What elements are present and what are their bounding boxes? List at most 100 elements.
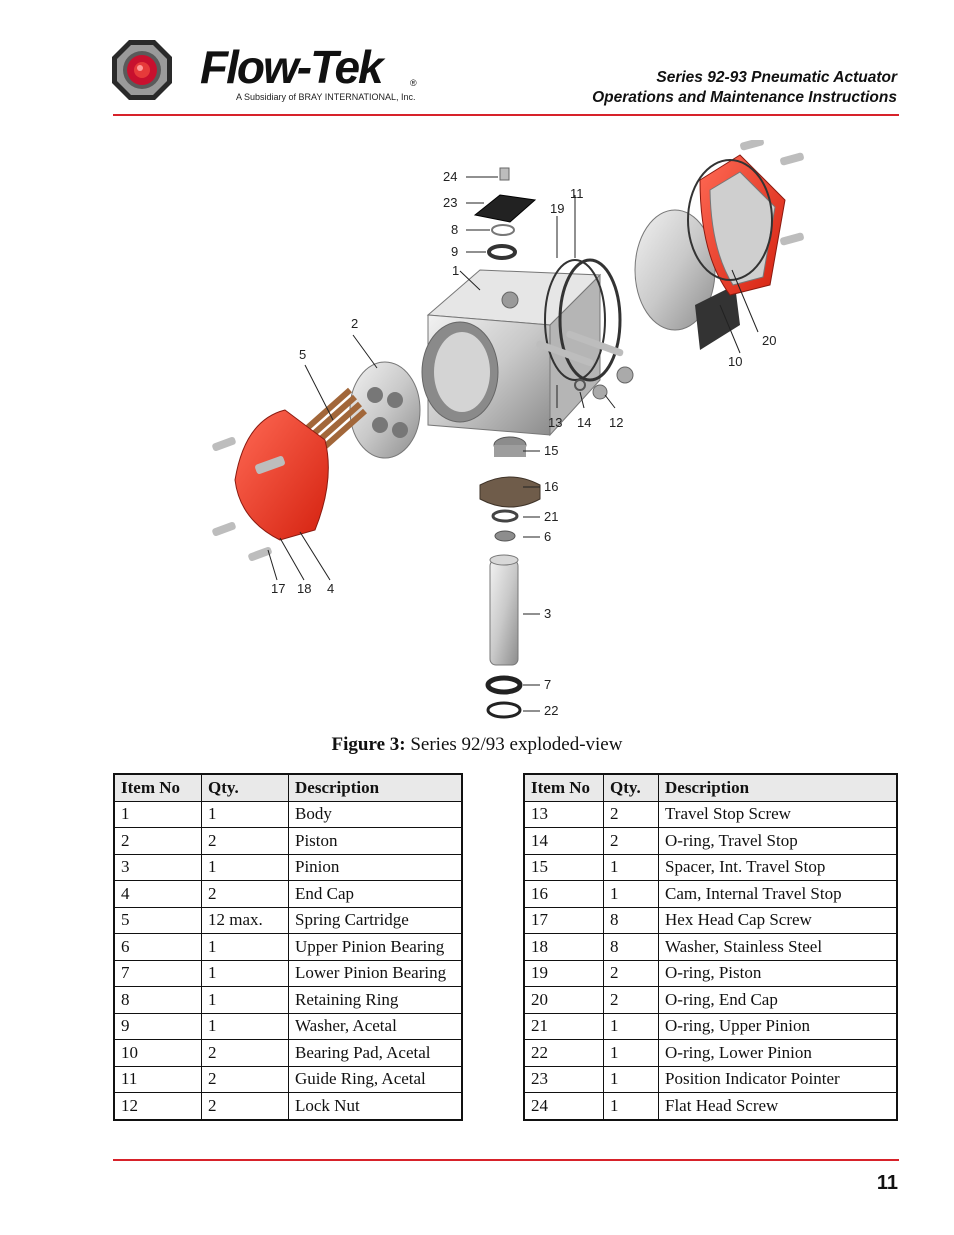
callout-23: 23 [443, 195, 458, 210]
description-cell: Upper Pinion Bearing [288, 933, 463, 961]
callout-3: 3 [544, 606, 552, 621]
figure-caption-label: Figure 3: [331, 734, 406, 755]
item-no-cell: 20 [523, 986, 604, 1014]
qty-cell: 2 [201, 1092, 289, 1120]
item-no-cell: 21 [523, 1012, 604, 1040]
qty-cell: 1 [201, 986, 289, 1014]
item-no-cell: 4 [113, 880, 202, 908]
description-cell: Washer, Stainless Steel [658, 933, 898, 961]
qty-cell: 1 [603, 1092, 659, 1120]
qty-cell: 1 [201, 959, 289, 987]
item-no-cell: 10 [113, 1039, 202, 1067]
callout-22: 22 [544, 703, 559, 718]
description-cell: Spacer, Int. Travel Stop [658, 853, 898, 881]
registered-mark: ® [410, 78, 417, 88]
callout-20: 20 [762, 333, 777, 348]
item-no-cell: 11 [113, 1065, 202, 1093]
column-header-item-no: Item No [113, 773, 202, 802]
qty-cell: 12 max. [201, 906, 289, 934]
callout-10: 10 [728, 354, 743, 369]
item-no-cell: 24 [523, 1092, 604, 1120]
description-cell: Lock Nut [288, 1092, 463, 1120]
exploded-view-figure: 24 23 8 9 1 19 11 2 5 20 10 13 14 12 15 … [180, 137, 820, 730]
right-piston-assembly [544, 209, 740, 382]
pinion-stack [479, 436, 541, 719]
item-no-cell: 17 [523, 906, 604, 934]
description-cell: Bearing Pad, Acetal [288, 1039, 463, 1067]
qty-cell: 1 [201, 800, 289, 828]
logo-subtitle: A Subsidiary of BRAY INTERNATIONAL, Inc. [236, 92, 416, 102]
callout-15: 15 [544, 443, 559, 458]
table-header-row: Item No Qty. Description [113, 773, 463, 802]
callout-19: 19 [550, 201, 565, 216]
page-header: Flow-Tek ® A Subsidiary of BRAY INTERNAT… [0, 0, 954, 120]
description-cell: Washer, Acetal [288, 1012, 463, 1040]
document-title: Series 92-93 Pneumatic Actuator Operatio… [592, 68, 897, 108]
callout-2: 2 [351, 316, 359, 331]
item-no-cell: 16 [523, 880, 604, 908]
description-cell: Hex Head Cap Screw [658, 906, 898, 934]
qty-cell: 1 [201, 853, 289, 881]
callout-7: 7 [544, 677, 552, 692]
callout-17: 17 [271, 581, 286, 596]
callout-9: 9 [451, 244, 459, 259]
item-no-cell: 8 [113, 986, 202, 1014]
callout-5: 5 [299, 347, 307, 362]
item-no-cell: 6 [113, 933, 202, 961]
callout-leader-lines [267, 176, 759, 712]
left-end-cap [212, 409, 329, 562]
item-no-cell: 3 [113, 853, 202, 881]
column-header-description: Description [658, 773, 898, 802]
description-cell: O-ring, Upper Pinion [658, 1012, 898, 1040]
page-number: 11 [876, 1172, 898, 1194]
description-cell: Body [288, 800, 463, 828]
travel-stop-screws [536, 330, 634, 400]
description-cell: O-ring, Travel Stop [658, 827, 898, 855]
description-cell: O-ring, End Cap [658, 986, 898, 1014]
description-cell: End Cap [288, 880, 463, 908]
qty-cell: 1 [603, 1039, 659, 1067]
qty-cell: 2 [201, 1039, 289, 1067]
column-header-item-no: Item No [523, 773, 604, 802]
description-cell: Pinion [288, 853, 463, 881]
exploded-view-drawing [212, 137, 804, 719]
description-cell: O-ring, Piston [658, 959, 898, 987]
right-end-cap [687, 137, 804, 296]
qty-cell: 2 [603, 959, 659, 987]
item-no-cell: 15 [523, 853, 604, 881]
item-no-cell: 14 [523, 827, 604, 855]
item-no-cell: 2 [113, 827, 202, 855]
position-indicator [473, 167, 537, 260]
actuator-body [421, 269, 602, 437]
document-title-line1: Series 92-93 Pneumatic Actuator [656, 69, 897, 86]
item-no-cell: 12 [113, 1092, 202, 1120]
description-cell: Cam, Internal Travel Stop [658, 880, 898, 908]
qty-cell: 2 [603, 800, 659, 828]
qty-cell: 8 [603, 933, 659, 961]
description-cell: Spring Cartridge [288, 906, 463, 934]
item-no-cell: 23 [523, 1065, 604, 1093]
callout-11: 11 [570, 186, 584, 201]
callout-21: 21 [544, 509, 559, 524]
qty-cell: 1 [603, 1065, 659, 1093]
column-header-qty: Qty. [603, 773, 659, 802]
figure-caption-text: Series 92/93 exploded-view [410, 734, 623, 755]
qty-cell: 2 [201, 1065, 289, 1093]
